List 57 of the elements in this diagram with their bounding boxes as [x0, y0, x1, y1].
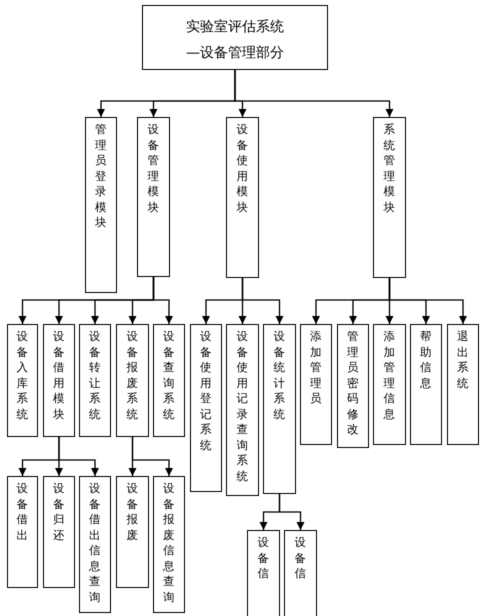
module-box — [410, 324, 442, 445]
module-label: 设备报废信息查询 — [163, 481, 175, 605]
module-label: 设备借出 — [16, 481, 28, 543]
module-box — [153, 324, 185, 437]
module-box — [447, 324, 479, 445]
module-label: 帮助信息 — [420, 329, 432, 391]
module-label: 实验室评估系统—设备管理部分 — [185, 18, 285, 63]
module-label: 系统管理模块 — [384, 122, 396, 215]
module-box — [43, 476, 75, 588]
module-label: 管理员密码修改 — [347, 329, 359, 438]
module-label: 设备报废系统 — [126, 329, 138, 422]
module-box — [7, 476, 38, 588]
module-box — [226, 117, 259, 278]
module-label: 设备归还 — [53, 481, 65, 543]
module-box — [43, 324, 75, 437]
module-box — [226, 324, 259, 496]
module-box — [300, 324, 332, 445]
module-label: 设备使用记录查询系统 — [236, 329, 248, 484]
module-label: 设备查询系统 — [163, 329, 175, 422]
module-label: 设备借用模块 — [53, 329, 65, 422]
module-box — [116, 324, 149, 437]
module-label: 设备统计系统 — [274, 329, 286, 422]
module-label: 设备使用登记系统 — [200, 329, 212, 453]
title-box — [142, 5, 328, 70]
module-label: 添加管理信息 — [384, 329, 396, 422]
module-label: 添加管理员 — [310, 329, 322, 406]
module-box — [153, 476, 185, 613]
arrow — [58, 437, 99, 476]
module-box — [373, 117, 406, 278]
arrow — [132, 437, 173, 476]
module-label: 设备信 — [294, 535, 306, 582]
module-box — [190, 324, 222, 492]
arrow — [234, 70, 394, 117]
module-label: 管理员登录模块 — [95, 122, 107, 230]
module-box — [247, 530, 280, 616]
module-box — [79, 476, 111, 613]
arrow — [388, 278, 467, 324]
arrow — [242, 278, 284, 324]
module-label: 设备管理模块 — [148, 122, 160, 215]
module-box — [137, 117, 170, 277]
module-label: 设备转让系统 — [89, 329, 101, 422]
module-box — [284, 530, 317, 616]
module-box — [373, 324, 406, 445]
module-box — [85, 117, 117, 293]
module-box — [79, 324, 111, 437]
module-label: 设备信 — [258, 535, 270, 582]
arrow — [278, 494, 304, 530]
module-box — [7, 324, 38, 437]
module-box — [263, 324, 296, 494]
module-label: 设备报废 — [126, 481, 138, 543]
module-box — [337, 324, 369, 448]
module-box — [116, 476, 149, 588]
module-label: 设备借出信息查询 — [89, 481, 101, 605]
arrow — [152, 277, 173, 324]
module-label: 退出系统 — [457, 329, 469, 391]
module-label: 设备入库系统 — [16, 329, 28, 422]
module-label: 设备使用模块 — [236, 122, 248, 215]
